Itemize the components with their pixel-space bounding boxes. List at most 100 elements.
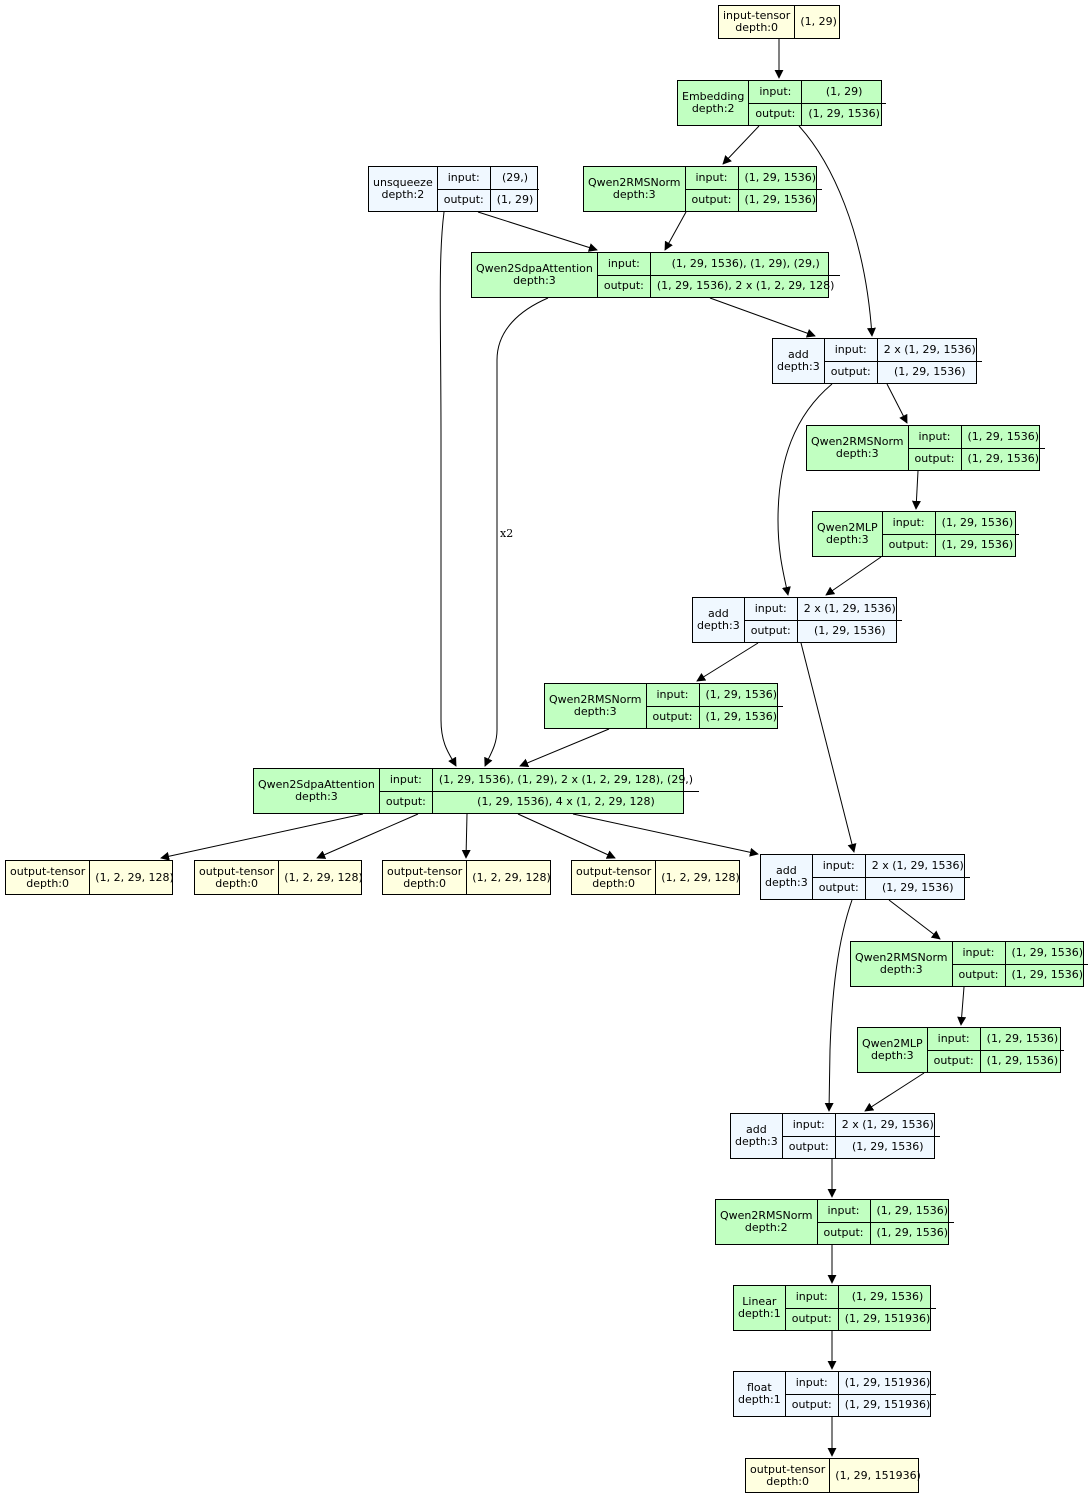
io-labels: input:output: [817,1200,871,1244]
input-label: input: [927,1028,980,1051]
node-depth: depth:3 [697,619,740,632]
input-shape: (1, 29, 1536) [699,684,784,707]
node-depth: depth:0 [592,876,636,890]
node-depth: depth:3 [870,1049,914,1062]
node-depth: depth:0 [735,21,779,34]
input-shape: (1, 29, 1536) [870,1200,955,1223]
tensor-shape: (1, 2, 29, 128) [472,870,551,884]
output-label: output: [750,624,791,638]
input-shape: (1, 29, 1536), (1, 29), (29,) [650,253,841,276]
output-label: output: [755,107,796,121]
edge-n5-to-n6 [886,383,908,424]
io-labels: input: output: [782,1114,836,1158]
input-shape: (1, 29, 1536) [980,1028,1065,1051]
input-label: input: [744,598,797,621]
output-shape: (1, 29, 1536) [744,193,817,207]
io-values: (1, 29, 1536)(1, 29, 151936) [838,1286,937,1330]
input-label: input: [785,1286,838,1309]
node-depth: depth:2 [744,1221,788,1234]
node-name: output-tensor [750,1462,826,1476]
node-name: output-tensor [10,864,86,878]
node-depth: depth:0 [766,1474,810,1488]
node-name: Linear [742,1295,777,1308]
input-label: input: [824,339,877,362]
node-depth: depth:1 [738,1307,781,1320]
input-label: input: [782,1114,835,1137]
output-shape: (1, 29, 1536), 2 x (1, 2, 29, 128) [656,279,835,293]
output-shape: (1, 29, 151936) [844,1398,931,1412]
output-label: output: [443,193,484,207]
node-depth: depth:2 [691,102,735,115]
io-labels: input:output: [785,1286,839,1330]
output-shape: (1, 29, 1536) [1011,968,1084,982]
input-shape: (1, 29) [802,81,886,104]
output-shape: (1, 29, 1536) [808,107,880,121]
node-name: Qwen2SdpaAttention [258,778,375,791]
input-label: input: [812,855,865,878]
io-labels: input:output: [824,339,878,383]
input-shape: (1, 29, 1536) [838,1286,937,1309]
edge-n1-to-n5 [798,125,876,337]
output-label: output: [788,1140,829,1154]
node-depth: depth:3 [835,447,879,460]
output-shape: (1, 29, 1536) [705,710,778,724]
input-shape: 2 x (1, 29, 1536) [797,598,902,621]
node-name: Qwen2RMSNorm [855,951,948,964]
edge-n10-to-n11 [160,813,364,861]
node-depth: depth:3 [879,963,923,976]
output-shape: (1, 29, 1536) [813,624,886,638]
output-shape: (1, 29, 1536) [876,1226,949,1240]
output-shape: (1, 29, 1536) [941,538,1014,552]
input-label: input: [908,426,961,449]
input-label: input: [379,769,432,792]
node-depth: depth:3 [777,360,820,373]
edge-n2-to-n4 [477,211,598,252]
tensor-shape: (1, 2, 29, 128) [661,870,740,884]
node-name: add [708,607,729,620]
output-label: output: [933,1054,974,1068]
io-values: (1, 29, 1536), (1, 29), 2 x (1, 2, 29, 1… [432,769,700,813]
input-shape: (1, 29, 1536) [738,167,823,190]
node-name: Qwen2SdpaAttention [476,262,593,275]
edge-n7-to-n8 [825,556,882,596]
output-label: output: [958,968,999,982]
node-depth: depth:3 [513,274,556,287]
io-values: (1, 29, 1536)(1, 29, 1536) [935,512,1020,556]
edge-n3-to-n4 [664,211,687,251]
edge-n16-to-n17 [957,986,967,1026]
output-label: output: [914,452,955,466]
edge-n9-to-n10 [519,728,610,768]
node-name: Qwen2RMSNorm [588,176,681,189]
node-name: Embedding [682,90,745,103]
output-label: output: [888,538,929,552]
input-label: input: [685,167,738,190]
io-values: (1, 29, 1536)(1, 29, 1536) [980,1028,1065,1072]
edge-n2-to-n10 [439,211,457,767]
node-name: output-tensor [199,864,275,878]
io-values: (1, 29, 1536), (1, 29), (29,) (1, 29, 153… [650,253,841,297]
output-label: output: [691,193,732,207]
edge-n5-to-n8 [777,383,833,596]
io-labels: input:output: [785,1372,839,1416]
edge-n10-to-n14 [517,813,616,859]
tensor-shape: (1, 2, 29, 128) [284,870,363,884]
